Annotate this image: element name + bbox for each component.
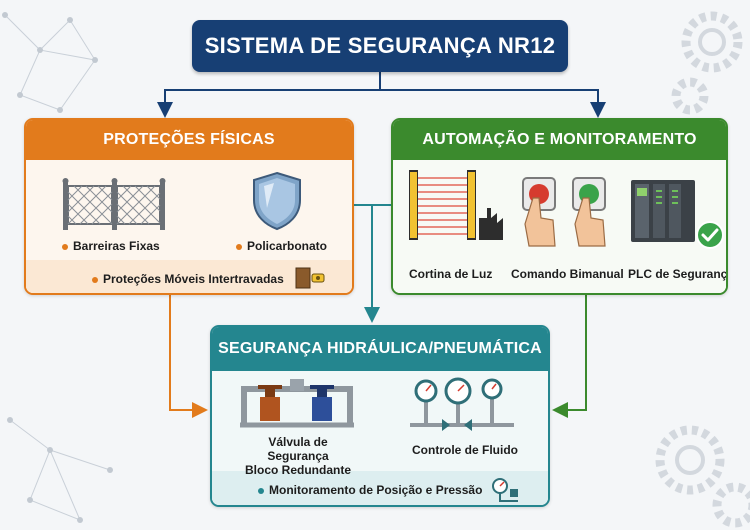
network-dots (2, 12, 113, 523)
hydraulic-heading: SEGURANÇA HIDRÁULICA/PNEUMÁTICA (212, 327, 548, 371)
arrow-automation-hydraulic (552, 295, 587, 418)
arrow-title-physical (157, 72, 381, 118)
light-curtain-label: Cortina de Luz (409, 267, 493, 281)
bullet-icon (236, 243, 242, 250)
two-hand-control-icon (522, 177, 606, 247)
pressure-gauge-icon (410, 377, 514, 431)
shield-icon (253, 171, 301, 231)
safety-plc-label: PLC de Segurança (628, 267, 728, 281)
arrow-center-hydraulic (354, 204, 380, 323)
plc-icon (631, 180, 695, 242)
automation-heading: AUTOMAÇÃO E MONITORAMENTO (393, 120, 726, 160)
network-decoration (4, 14, 111, 521)
polycarbonate-item: Policarbonato (236, 239, 327, 253)
interlocked-guards-item: Proteções Móveis Intertravadas (92, 272, 284, 286)
fixed-barriers-item: Barreiras Fixas (62, 239, 160, 253)
two-hand-control-label: Comando Bimanual (511, 267, 624, 281)
bullet-icon (258, 487, 264, 494)
check-icon (696, 221, 724, 249)
arrow-title-automation (380, 89, 606, 118)
automation-panel: AUTOMAÇÃO E MONITORAMENTO (391, 118, 728, 295)
diagram-title: SISTEMA DE SEGURANÇA NR12 (192, 20, 568, 72)
bullet-icon (62, 243, 68, 250)
polycarbonate-label: Policarbonato (247, 239, 328, 253)
door-interlock-icon (295, 267, 325, 289)
fixed-barriers-label: Barreiras Fixas (73, 239, 160, 253)
bullet-icon (92, 276, 98, 283)
safety-valve-item: Válvula de Segurança Bloco Redundante (242, 435, 354, 477)
safety-valve-label: Válvula de Segurança (267, 435, 329, 463)
fluid-control-label: Controle de Fluido (412, 443, 518, 457)
redundant-block-label: Bloco Redundante (244, 463, 351, 477)
position-pressure-label: Monitoramento de Posição e Pressão (269, 483, 483, 497)
physical-heading: PROTEÇÕES FÍSICAS (26, 120, 352, 160)
position-pressure-item: Monitoramento de Posição e Pressão (258, 483, 482, 497)
arrow-physical-hydraulic (169, 295, 208, 418)
light-curtain-icon (409, 170, 503, 240)
hydraulic-footer-band (212, 471, 548, 505)
valve-block-icon (240, 379, 354, 428)
gear-decoration (655, 11, 750, 528)
hydraulic-panel: SEGURANÇA HIDRÁULICA/PNEUMÁTICA (210, 325, 550, 507)
position-sensor-icon (492, 478, 518, 502)
physical-protection-panel: PROTEÇÕES FÍSICAS Barreiras Fixas Polica… (24, 118, 354, 295)
fence-icon (62, 178, 166, 230)
interlocked-guards-label: Proteções Móveis Intertravadas (103, 272, 284, 286)
